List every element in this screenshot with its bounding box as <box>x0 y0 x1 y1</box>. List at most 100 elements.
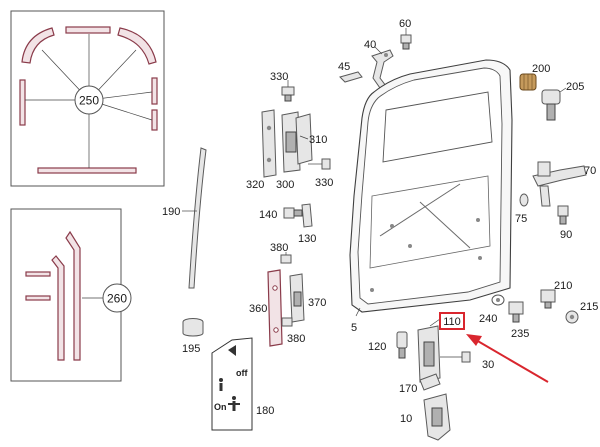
label-240[interactable]: 240 <box>479 313 497 325</box>
washer-240-hole <box>496 298 500 302</box>
leader-5 <box>355 307 361 317</box>
bolt-head-140 <box>283 207 295 219</box>
label-330-side[interactable]: 330 <box>315 177 333 189</box>
plate-320-hole-1 <box>266 125 272 131</box>
part-370: 370 <box>289 273 326 323</box>
label-205[interactable]: 205 <box>566 81 584 93</box>
part-30: 30 <box>440 351 494 371</box>
screw-shank-330-top <box>284 94 292 102</box>
label-250[interactable]: 250 <box>79 94 99 108</box>
label-70[interactable]: 70 <box>584 165 596 177</box>
part-380-bottom: 380 <box>281 317 305 345</box>
clip-130 <box>301 203 313 228</box>
shim-170 <box>419 373 441 391</box>
label-360[interactable]: 360 <box>249 303 267 315</box>
part-170: 170 <box>399 373 441 395</box>
label-195[interactable]: 195 <box>182 343 200 355</box>
red-arrow-shaft <box>475 339 549 383</box>
striker-300-core <box>285 131 297 153</box>
bolt-head-60 <box>400 34 412 44</box>
label-5[interactable]: 5 <box>351 322 357 334</box>
label-215[interactable]: 215 <box>580 301 598 313</box>
bolt-head-235 <box>508 301 524 315</box>
label-140[interactable]: 140 <box>259 209 277 221</box>
part-320-300-310: 310 320 300 <box>246 109 327 191</box>
bolt-shank-60 <box>402 42 410 50</box>
bracket-40 <box>371 49 394 89</box>
hinge-10-core <box>431 407 443 427</box>
door-holes <box>370 218 482 292</box>
arc-seal-right <box>117 27 157 65</box>
sleeve-205-pin <box>546 103 556 121</box>
label-380-bottom[interactable]: 380 <box>287 333 305 345</box>
label-190[interactable]: 190 <box>162 206 180 218</box>
screw-head-330-top <box>281 86 295 96</box>
part-210: 210 <box>540 280 572 309</box>
part-380-top: 380 <box>270 242 292 264</box>
roller-200-ribs <box>523 74 533 90</box>
screw-head-380-bottom <box>281 317 293 327</box>
guide-rail-190 <box>188 147 207 289</box>
label-380-top[interactable]: 380 <box>270 242 288 254</box>
part-240: 240 <box>479 294 505 325</box>
label-110[interactable]: 110 <box>443 316 461 328</box>
label-235[interactable]: 235 <box>511 328 529 340</box>
label-210[interactable]: 210 <box>554 280 572 292</box>
label-30[interactable]: 30 <box>482 359 494 371</box>
part-205: 205 <box>541 81 584 121</box>
label-75[interactable]: 75 <box>515 213 527 225</box>
part-60: 60 <box>399 18 412 50</box>
short-seal-2 <box>25 295 51 301</box>
label-330-top[interactable]: 330 <box>270 71 288 83</box>
cap-body-195 <box>182 322 204 337</box>
bolt-head-30 <box>461 351 471 363</box>
sticker-text-on: On <box>214 402 227 412</box>
part-75: 75 <box>515 193 529 225</box>
roller-210-pin <box>544 301 552 309</box>
label-320[interactable]: 320 <box>246 179 264 191</box>
part-200: 200 <box>519 63 550 91</box>
label-370[interactable]: 370 <box>308 297 326 309</box>
part-40: 40 <box>364 39 394 89</box>
short-seal-1 <box>25 271 51 277</box>
person-warning-icon <box>219 378 240 411</box>
highlight-box-110[interactable] <box>439 312 465 330</box>
label-310[interactable]: 310 <box>309 134 327 146</box>
hinge-arm-70 <box>532 165 587 187</box>
label-120[interactable]: 120 <box>368 341 386 353</box>
part-215: 215 <box>565 301 598 324</box>
label-40[interactable]: 40 <box>364 39 376 51</box>
label-300[interactable]: 300 <box>276 179 294 191</box>
part-360: 360 <box>249 269 283 347</box>
plate-320-hole-2 <box>266 157 272 163</box>
label-90[interactable]: 90 <box>560 229 572 241</box>
side-seal-right-lower <box>151 109 158 131</box>
door-5: 5 <box>349 59 513 334</box>
door-panel-lower <box>369 175 491 269</box>
part-120: 120 <box>368 331 408 359</box>
part-180: off On 180 <box>211 337 274 431</box>
label-130[interactable]: 130 <box>298 233 316 245</box>
washer-215-hole <box>569 314 575 320</box>
label-45[interactable]: 45 <box>338 61 350 73</box>
pin-120-tip <box>398 347 406 359</box>
part-70: 70 <box>532 161 596 207</box>
part-330-top: 330 <box>270 71 295 102</box>
label-60[interactable]: 60 <box>399 18 411 30</box>
part-195: 195 <box>182 318 204 355</box>
plate-360-hole-1 <box>272 285 278 291</box>
bolt-shank-140 <box>293 209 303 217</box>
part-190: 190 <box>162 147 207 289</box>
label-170[interactable]: 170 <box>399 383 417 395</box>
side-seal-right-upper <box>151 77 158 105</box>
label-200[interactable]: 200 <box>532 63 550 75</box>
plate-360-hole-2 <box>273 327 279 333</box>
label-10[interactable]: 10 <box>400 413 412 425</box>
pin-120 <box>396 331 408 349</box>
part-45: 45 <box>338 61 363 83</box>
label-180[interactable]: 180 <box>256 405 274 417</box>
label-260[interactable]: 260 <box>107 292 127 306</box>
striker-370-core <box>293 291 302 307</box>
channel-seal-right <box>65 230 81 361</box>
